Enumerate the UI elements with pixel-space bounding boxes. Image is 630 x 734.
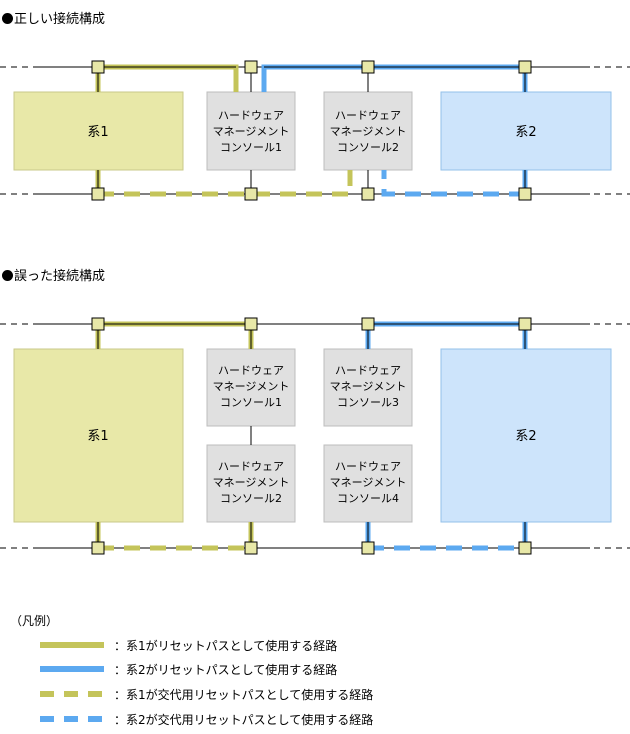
network-node bbox=[518, 187, 532, 201]
network-node bbox=[244, 317, 258, 331]
hmc-label-line: ハードウェア bbox=[218, 109, 284, 122]
legend-item-label: ：系2がリセットパスとして使用する経路 bbox=[114, 663, 338, 677]
network-node bbox=[361, 317, 375, 331]
system1-box bbox=[13, 348, 184, 523]
hmc-box bbox=[323, 348, 413, 427]
legend-title: （凡例） bbox=[10, 614, 59, 628]
network-node bbox=[518, 317, 532, 331]
system2-reset-path bbox=[261, 64, 528, 92]
hmc-label-line: マネージメント bbox=[330, 125, 407, 138]
hmc-label-line: ハードウェア bbox=[335, 109, 401, 122]
system2-reset-path bbox=[365, 321, 528, 349]
system1-alt-reset-path bbox=[98, 170, 353, 197]
wrong-config-heading: 誤った接続構成 bbox=[2, 265, 105, 284]
legend-swatches bbox=[40, 642, 104, 722]
wrong-config-heading-text: 誤った接続構成 bbox=[14, 269, 106, 284]
legend-item-label: ：系1が交代用リセットパスとして使用する経路 bbox=[114, 688, 374, 702]
hmc-label-line: ハードウェア bbox=[218, 364, 284, 377]
hmc-box bbox=[323, 444, 413, 523]
system2-label: 系2 bbox=[515, 125, 536, 140]
hmc-box bbox=[206, 91, 296, 171]
network-node bbox=[91, 541, 105, 555]
bullet-icon bbox=[2, 270, 13, 281]
system1-reset-path bbox=[95, 321, 254, 349]
wrong-configuration-diagram: 系1 系2 ハードウェア マネージメント コンソール1 ハードウェア マネージメ… bbox=[0, 317, 630, 555]
hmc-label-line: ハードウェア bbox=[335, 364, 401, 377]
network-node bbox=[91, 60, 105, 74]
hmc-label-line: ハードウェア bbox=[335, 460, 401, 473]
hmc-label-line: ハードウェア bbox=[218, 460, 284, 473]
network-node bbox=[361, 187, 375, 201]
network-node bbox=[91, 187, 105, 201]
hmc-box bbox=[323, 91, 413, 171]
legend-item-label: ：系2が交代用リセットパスとして使用する経路 bbox=[114, 713, 374, 727]
system1-label: 系1 bbox=[87, 125, 108, 140]
hmc-label-line: マネージメント bbox=[213, 380, 290, 393]
hmc-box bbox=[206, 348, 296, 427]
system1-box bbox=[13, 91, 184, 171]
hmc-label-line: コンソール1 bbox=[220, 396, 282, 409]
system1-reset-path bbox=[95, 64, 239, 92]
system2-alt-reset-path bbox=[381, 170, 525, 197]
hmc-label-line: コンソール2 bbox=[337, 141, 399, 154]
hmc-label-line: コンソール2 bbox=[220, 492, 282, 505]
legend-item-label: ：系1がリセットパスとして使用する経路 bbox=[114, 639, 338, 653]
system2-label: 系2 bbox=[515, 429, 536, 444]
bullet-icon bbox=[2, 13, 13, 24]
network-node bbox=[244, 187, 258, 201]
network-node bbox=[361, 541, 375, 555]
network-node bbox=[91, 317, 105, 331]
network-node bbox=[244, 541, 258, 555]
network-node bbox=[361, 60, 375, 74]
network-node bbox=[518, 541, 532, 555]
hmc-label-line: コンソール1 bbox=[220, 141, 282, 154]
hmc-label-line: マネージメント bbox=[213, 476, 290, 489]
hmc-label-line: マネージメント bbox=[330, 476, 407, 489]
hmc-label-line: コンソール4 bbox=[337, 492, 399, 505]
hmc-label-line: マネージメント bbox=[330, 380, 407, 393]
network-node bbox=[518, 60, 532, 74]
network-node bbox=[244, 60, 258, 74]
correct-configuration-diagram: 系1 系2 ハードウェア マネージメント コンソール1 ハードウェア マネージメ… bbox=[0, 60, 630, 201]
system1-label: 系1 bbox=[87, 429, 108, 444]
correct-config-heading-text: 正しい接続構成 bbox=[14, 12, 106, 27]
hmc-label-line: マネージメント bbox=[213, 125, 290, 138]
correct-config-heading: 正しい接続構成 bbox=[2, 8, 105, 27]
hmc-label-line: コンソール3 bbox=[337, 396, 399, 409]
